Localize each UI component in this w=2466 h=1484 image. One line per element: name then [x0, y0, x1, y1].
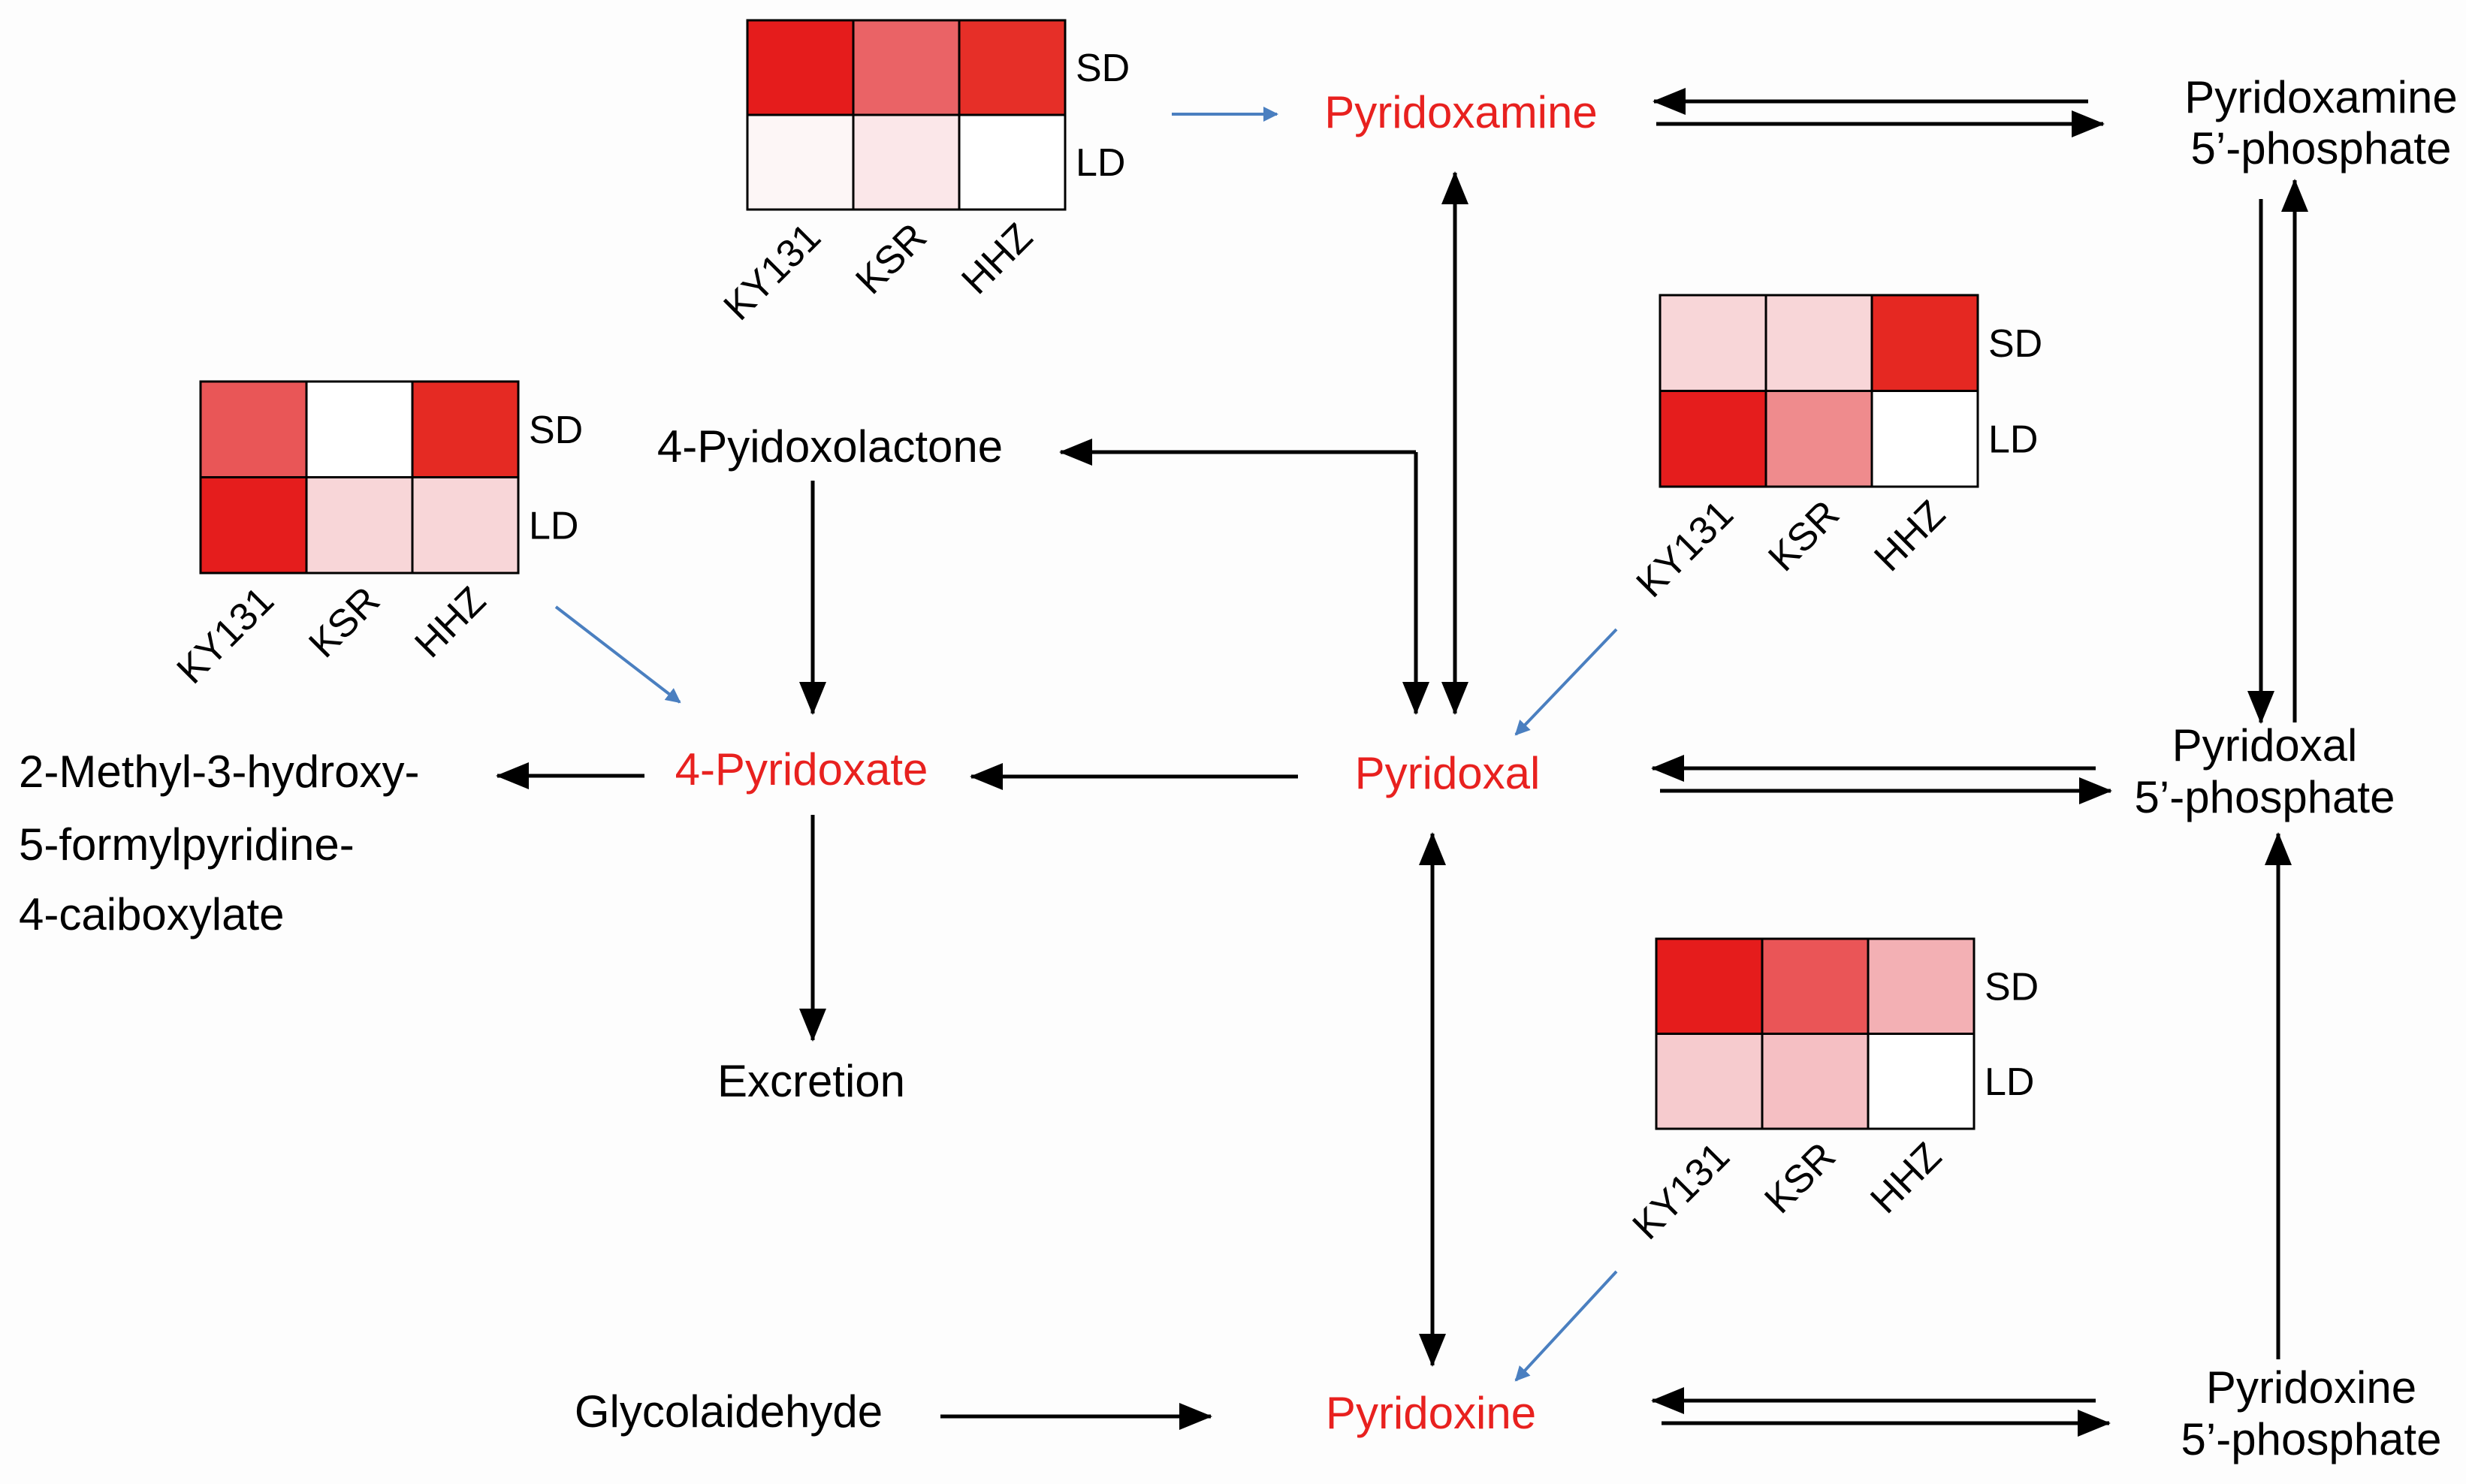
heatmap-cell-pyridoxamine-LD-KY131	[746, 113, 855, 211]
heatmap-col-label-pyridoxamine-KSR: KSR	[847, 215, 935, 303]
heatmap-cell-pyridoxamine-SD-KSR	[852, 19, 961, 116]
plp-label-line1: Pyridoxal	[2172, 720, 2358, 771]
heatmap-row-label-pyridoxamine-SD: SD	[1076, 47, 1130, 90]
heatmap-cell-pyridoxate-SD-HHZ	[411, 380, 520, 478]
heatmap-cell-pyridoxate-LD-HHZ	[411, 476, 520, 575]
pointer-to-pyridoxate	[554, 605, 681, 704]
heatmap-col-label-pyridoxal-HHZ: HHZ	[1866, 492, 1954, 580]
heatmap-row-label-pyridoxate-SD: SD	[529, 409, 583, 452]
heatmap-cell-pyridoxamine-LD-KSR	[852, 113, 961, 211]
heatmap-col-label-pyridoxamine-KY131: KY131	[716, 215, 829, 328]
pmp-label-line2: 5’-phosphate	[2191, 123, 2452, 173]
heatmap-row-label-pyridoxal-SD: SD	[1988, 322, 2042, 366]
heatmap-cell-pyridoxal-LD-KSR	[1764, 390, 1873, 488]
pyridoxate-label: 4-Pyridoxate	[675, 744, 928, 795]
heatmap-cell-pyridoxamine-SD-KY131	[746, 19, 855, 116]
methyl-formylpyridine-label-line3: 4-caiboxylate	[19, 889, 285, 940]
pnp-label-line2: 5’-phosphate	[2181, 1414, 2442, 1464]
heatmap-row-label-pyridoxine-SD: SD	[1985, 965, 2039, 1009]
heatmap-row-label-pyridoxal-LD: LD	[1988, 418, 2038, 461]
pathway-arrows	[496, 88, 2308, 1437]
glycolaldehyde-label: Glycolaidehyde	[575, 1386, 883, 1437]
heatmap-col-label-pyridoxine-HHZ: HHZ	[1862, 1134, 1950, 1222]
heatmap-col-label-pyridoxal-KSR: KSR	[1760, 492, 1848, 580]
heatmap-col-label-pyridoxate-KY131: KY131	[169, 578, 282, 692]
heatmap-cell-pyridoxamine-LD-HHZ	[958, 113, 1067, 211]
heatmap-cell-pyridoxamine-SD-HHZ	[958, 19, 1067, 116]
pyridoxal-label: Pyridoxal	[1355, 748, 1541, 798]
plp-label-line2: 5’-phosphate	[2135, 772, 2395, 822]
heatmap-cell-pyridoxate-SD-KSR	[305, 380, 414, 478]
heatmap-cell-pyridoxal-LD-HHZ	[1870, 390, 1979, 488]
heatmap-cell-pyridoxal-SD-KSR	[1764, 294, 1873, 392]
heatmap-col-label-pyridoxine-KY131: KY131	[1625, 1134, 1738, 1247]
excretion-label: Excretion	[717, 1056, 905, 1106]
heatmap-cell-pyridoxate-LD-KY131	[199, 476, 308, 575]
heatmap-col-label-pyridoxate-HHZ: HHZ	[406, 578, 494, 666]
heatmap-cell-pyridoxine-LD-HHZ	[1867, 1033, 1976, 1130]
heatmap-pointer-arrows	[554, 107, 1618, 1382]
heatmap-cell-pyridoxine-LD-KY131	[1655, 1033, 1764, 1130]
heatmap-col-label-pyridoxal-KY131: KY131	[1628, 492, 1742, 605]
pyridoxamine-label: Pyridoxamine	[1324, 87, 1598, 137]
heatmap-row-label-pyridoxate-LD: LD	[529, 504, 578, 547]
pnp-label-line1: Pyridoxine	[2206, 1362, 2416, 1413]
heatmap-cell-pyridoxate-LD-KSR	[305, 476, 414, 575]
methyl-formylpyridine-label-line1: 2-Methyl-3-hydroxy-	[19, 747, 419, 797]
pointer-to-pyridoxal	[1514, 628, 1618, 736]
heatmap-cell-pyridoxine-SD-KSR	[1761, 937, 1870, 1035]
pyridoxine-label: Pyridoxine	[1326, 1388, 1536, 1438]
heatmap-cell-pyridoxal-LD-KY131	[1659, 390, 1767, 488]
heatmap-row-label-pyridoxamine-LD: LD	[1076, 141, 1125, 185]
heatmap-cell-pyridoxine-LD-KSR	[1761, 1033, 1870, 1130]
heatmap-cell-pyridoxal-SD-HHZ	[1870, 294, 1979, 392]
heatmap-col-label-pyridoxamine-HHZ: HHZ	[953, 215, 1041, 303]
pmp-label-line1: Pyridoxamine	[2184, 72, 2458, 122]
heatmap-cell-pyridoxine-SD-HHZ	[1867, 937, 1976, 1035]
heatmap-cell-pyridoxate-SD-KY131	[199, 380, 308, 478]
heatmap-row-label-pyridoxine-LD: LD	[1985, 1060, 2034, 1104]
heatmap-cell-pyridoxal-SD-KY131	[1659, 294, 1767, 392]
pointer-to-pyridoxine	[1514, 1270, 1618, 1382]
pyidoxolactone-label: 4-Pyidoxolactone	[657, 421, 1003, 472]
heatmap-col-label-pyridoxate-KSR: KSR	[300, 578, 388, 666]
heatmap-col-label-pyridoxine-KSR: KSR	[1756, 1134, 1844, 1222]
methyl-formylpyridine-label-line2: 5-formylpyridine-	[19, 819, 355, 870]
heatmap-cell-pyridoxine-SD-KY131	[1655, 937, 1764, 1035]
